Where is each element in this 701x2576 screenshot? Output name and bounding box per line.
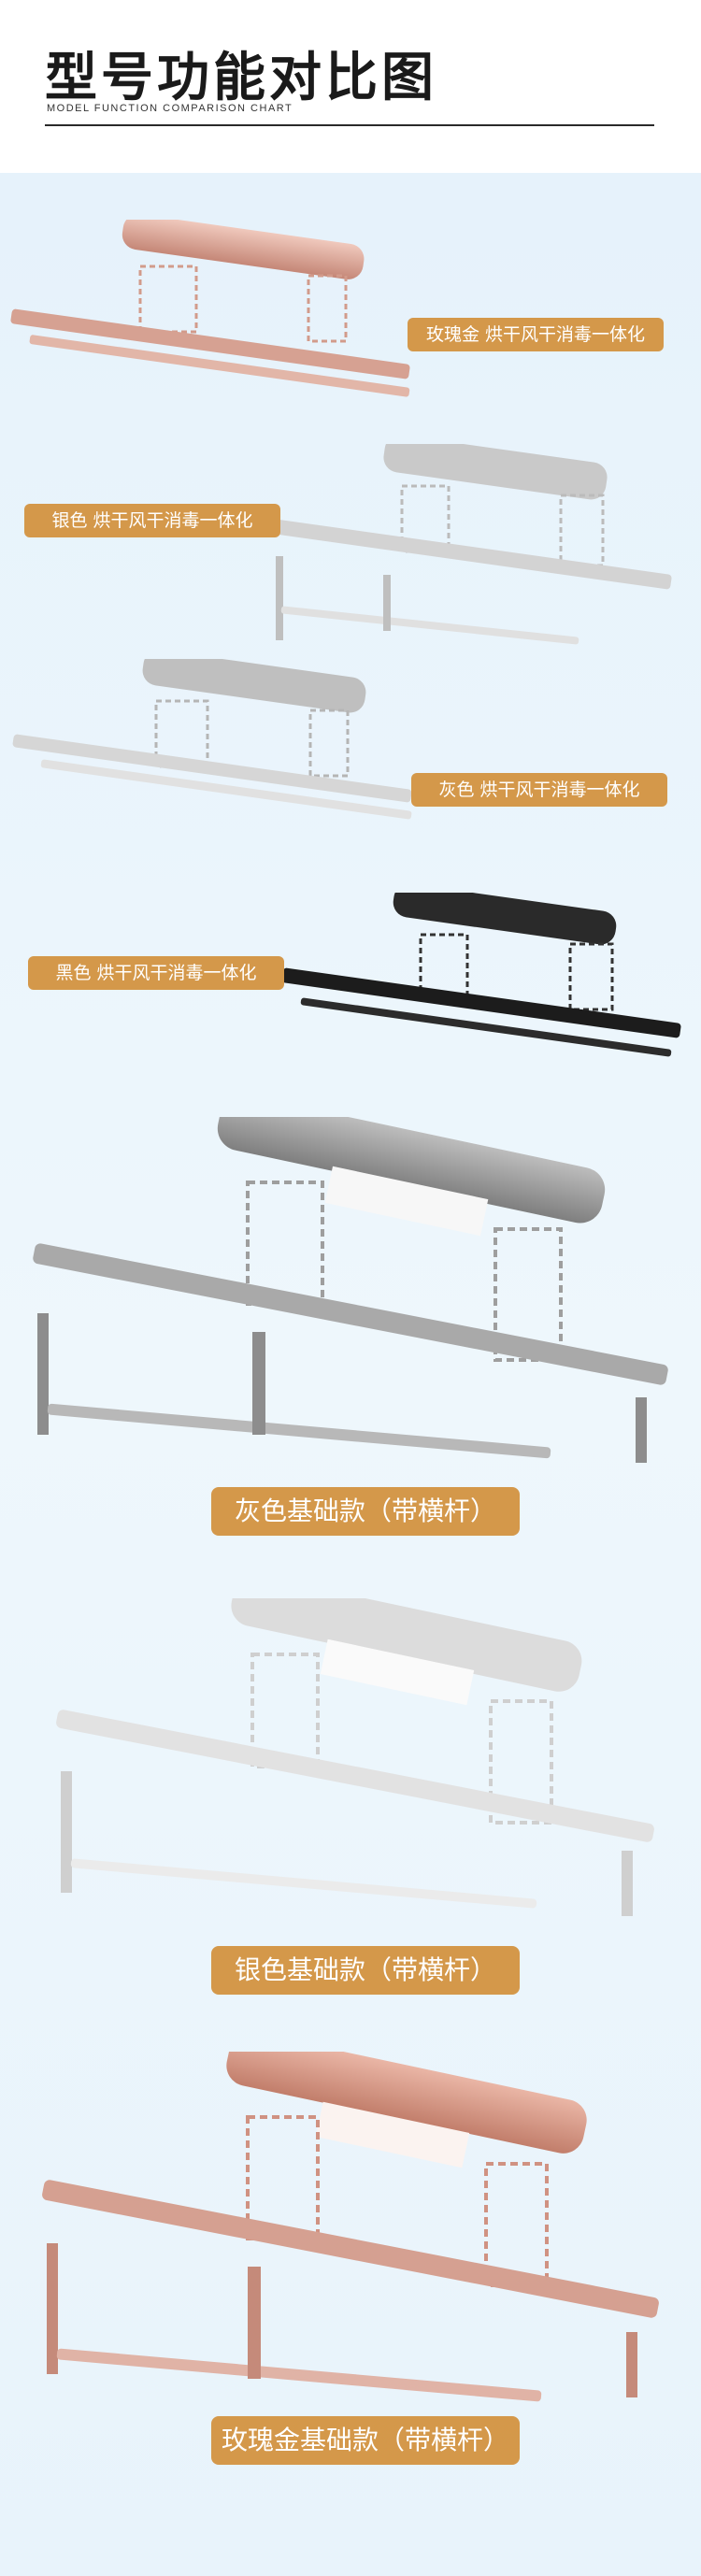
product-label: 黑色 烘干风干消毒一体化	[28, 956, 284, 990]
product-label: 银色基础款（带横杆）	[211, 1946, 520, 1995]
product-image-rose-gold-full	[9, 220, 421, 397]
product-label: 灰色 烘干风干消毒一体化	[411, 773, 667, 807]
product-image-silver-full	[271, 444, 682, 659]
header: 型号功能对比图 MODEL FUNCTION COMPARISON CHART	[0, 0, 701, 173]
title-divider	[45, 124, 654, 126]
product-image-silver-basic	[51, 1598, 668, 1935]
product-label: 灰色基础款（带横杆）	[211, 1487, 520, 1536]
product-label: 玫瑰金基础款（带横杆）	[211, 2416, 520, 2465]
product-label: 银色 烘干风干消毒一体化	[24, 504, 280, 537]
page-title: 型号功能对比图	[45, 48, 437, 108]
product-label: 玫瑰金 烘干风干消毒一体化	[408, 318, 664, 351]
product-image-rose-gold-basic	[37, 2052, 673, 2407]
product-image-grey-full	[11, 659, 422, 827]
comparison-list: 玫瑰金 烘干风干消毒一体化 银色 烘干风干消毒一体化	[0, 173, 701, 2576]
page-subtitle: MODEL FUNCTION COMPARISON CHART	[47, 103, 293, 114]
product-image-grey-basic	[28, 1117, 682, 1472]
product-image-black-full	[280, 893, 692, 1070]
